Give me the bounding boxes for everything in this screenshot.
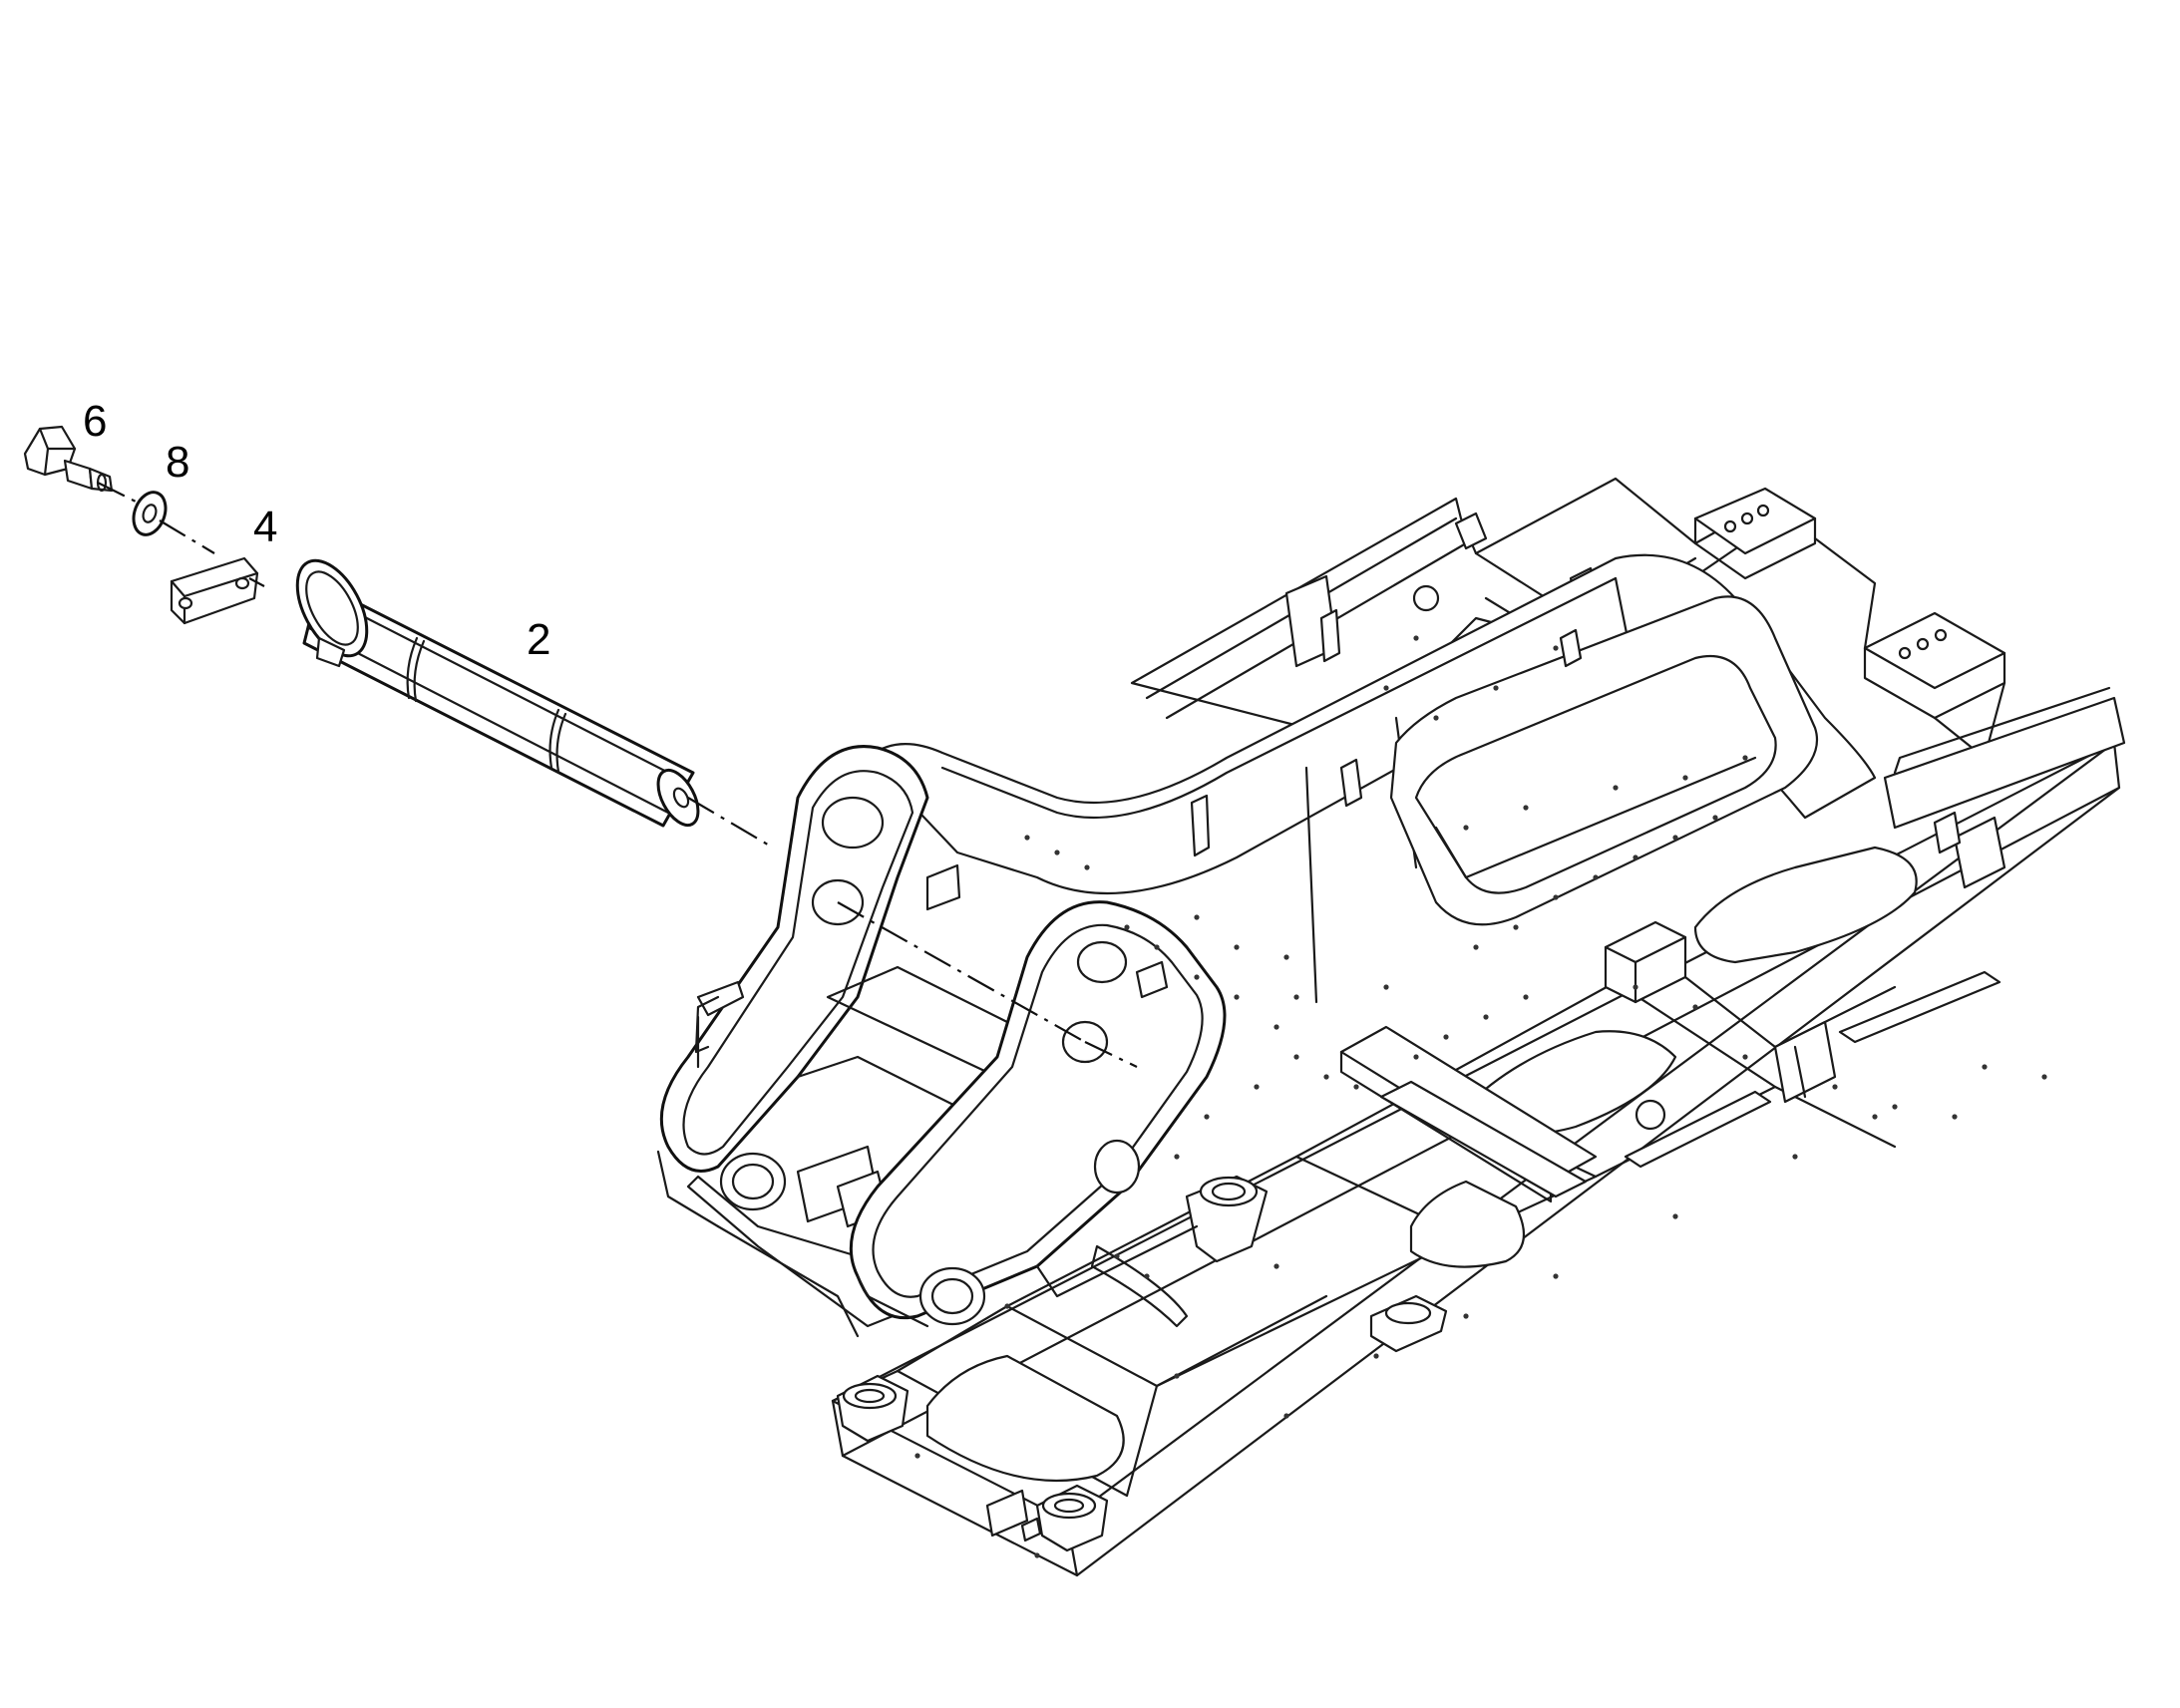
- bolt-dot: [1952, 1114, 1958, 1120]
- upper-boom-beam: [866, 553, 1877, 1004]
- bolt-dot: [1493, 685, 1499, 691]
- bolt-dot: [1742, 755, 1748, 761]
- bolt-dot: [1483, 1014, 1489, 1020]
- under-structure: [656, 995, 1199, 1338]
- bolt-dot: [1293, 1054, 1299, 1060]
- floor-section: [896, 970, 2001, 1498]
- callout-2: 2: [527, 615, 550, 664]
- pin-part-2: [295, 558, 700, 828]
- callout-8: 8: [166, 438, 189, 487]
- bolt-dot: [1633, 854, 1638, 860]
- bolt-dot: [1463, 1313, 1469, 1319]
- bolt-dot: [1742, 1054, 1748, 1060]
- bolt-dot: [1293, 994, 1299, 1000]
- bolt-dot: [1024, 835, 1030, 841]
- bolt-dot: [1273, 1263, 1279, 1269]
- bolt-dot: [1523, 994, 1529, 1000]
- bolt-part-6: [23, 425, 114, 493]
- bolt-dot: [1553, 1273, 1559, 1279]
- rear-bottom-section: [1604, 811, 2006, 1104]
- bolt-dot: [1174, 1154, 1180, 1160]
- bolt-dot: [1872, 1114, 1878, 1120]
- bolt-dot: [1553, 645, 1559, 651]
- assembly-centerlines: [97, 482, 1138, 1068]
- bolt-dot: [1254, 1084, 1260, 1090]
- bolt-dots: [914, 635, 2047, 1558]
- bolt-dot: [1373, 1353, 1379, 1359]
- bolt-dot: [1712, 815, 1718, 821]
- bolt-dot: [1273, 1024, 1279, 1030]
- bolt-dot: [1513, 924, 1519, 930]
- callout-6: 6: [83, 397, 107, 446]
- bolt-dot: [1283, 954, 1289, 960]
- bolt-dot: [1443, 1034, 1449, 1040]
- bolt-dot: [2041, 1074, 2047, 1080]
- bolt-dot: [1034, 1552, 1040, 1558]
- bolt-dot: [1234, 994, 1240, 1000]
- bolt-dot: [1353, 1084, 1359, 1090]
- bolt-dot: [1124, 924, 1130, 930]
- bolt-dot: [1114, 1253, 1120, 1259]
- bolt-dot: [1523, 805, 1529, 811]
- bolt-dot: [1174, 1373, 1180, 1379]
- front-towers: [659, 745, 1227, 1328]
- bolt-dot: [1982, 1064, 1988, 1070]
- bolt-dot: [1792, 1154, 1798, 1160]
- bolt-dot: [1234, 944, 1240, 950]
- bolt-dot: [1682, 775, 1688, 781]
- bolt-dot: [1204, 1114, 1210, 1120]
- bolt-dot: [1323, 1074, 1329, 1080]
- bolt-dot: [1473, 944, 1479, 950]
- bolt-dot: [1463, 825, 1469, 831]
- bolt-dot: [1004, 1303, 1010, 1309]
- bolt-dot: [1553, 894, 1559, 900]
- bolt-dot: [1692, 1004, 1698, 1010]
- lower-housings: [836, 1175, 1448, 1552]
- bolt-dot: [1832, 1084, 1838, 1090]
- bolt-dot: [1054, 850, 1060, 855]
- bolt-dot: [1154, 944, 1160, 950]
- bolt-dot: [1194, 914, 1200, 920]
- bolt-dot: [1613, 785, 1619, 791]
- bolt-dot: [1672, 1213, 1678, 1219]
- washer-part-8: [132, 491, 168, 536]
- bolt-dot: [1433, 715, 1439, 721]
- lock-plate-part-4: [170, 556, 259, 625]
- bolt-dot: [1383, 685, 1389, 691]
- bolt-dot: [914, 1453, 920, 1459]
- main-frame: [656, 477, 2126, 1577]
- callout-4: 4: [253, 503, 277, 551]
- bolt-dot: [1194, 974, 1200, 980]
- bolt-dot: [1633, 984, 1638, 990]
- callout-labels: 6 8 4 2: [83, 397, 550, 664]
- bolt-dot: [1383, 984, 1389, 990]
- bolt-dot: [1672, 835, 1678, 841]
- bolt-dot: [1413, 1054, 1419, 1060]
- bolt-dot: [1892, 1104, 1898, 1110]
- bolt-dot: [1593, 874, 1599, 880]
- bolt-dot: [1144, 1273, 1150, 1279]
- bolt-dot: [1413, 635, 1419, 641]
- bolt-dot: [1084, 864, 1090, 870]
- bolt-dot: [1283, 1413, 1289, 1419]
